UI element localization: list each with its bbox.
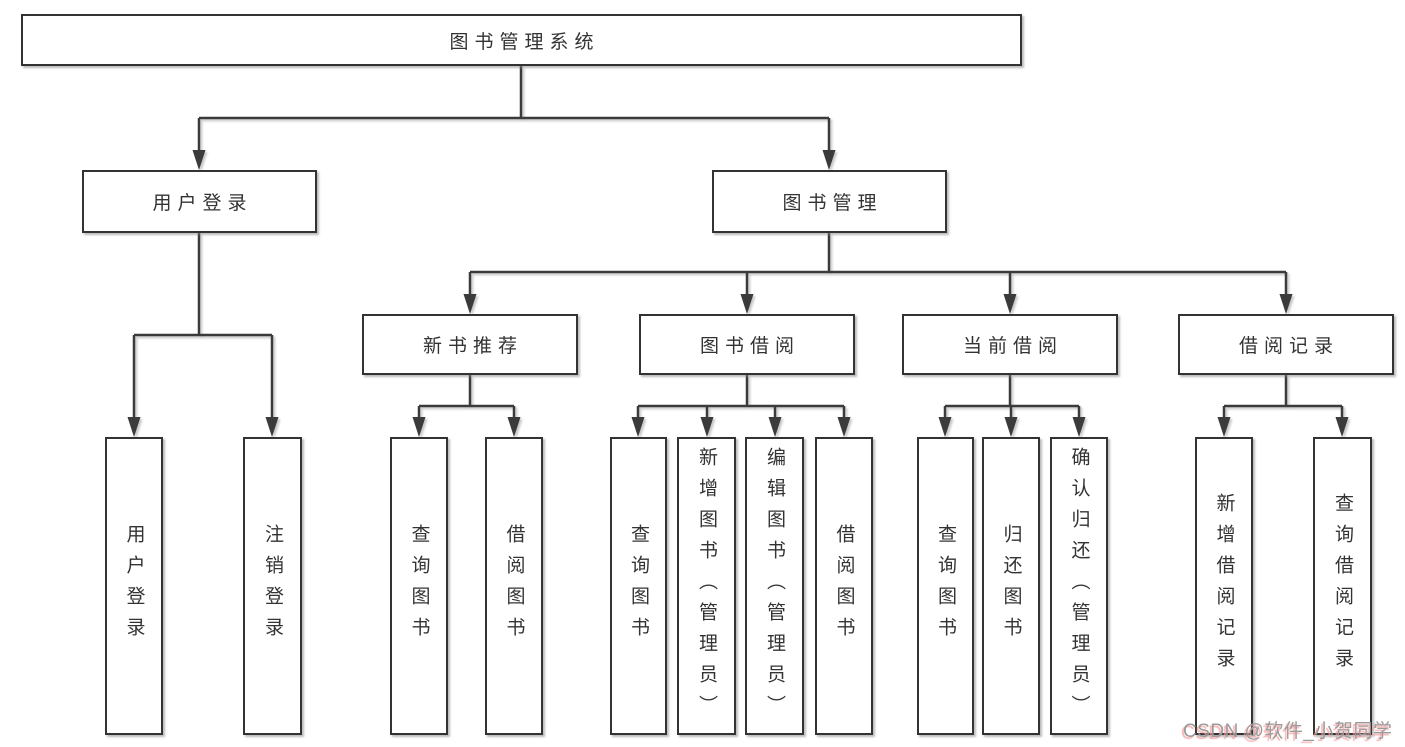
leaf-query-borrow-record: 查询借阅记录 — [1313, 437, 1372, 735]
watermark: CSDN @软件_小贺同学 — [1183, 721, 1393, 742]
leaf-borrow-books-recommend: 借阅图书 — [485, 437, 543, 735]
node-current-borrow: 当前借阅 — [902, 314, 1118, 375]
leaf-add-borrow-record: 新增借阅记录 — [1195, 437, 1253, 735]
leaf-return-book: 归还图书 — [982, 437, 1040, 735]
leaf-query-books-recommend: 查询图书 — [390, 437, 448, 735]
leaf-add-book-admin: 新增图书（管理员） — [677, 437, 736, 735]
leaf-query-books-borrow: 查询图书 — [610, 437, 667, 735]
leaf-confirm-return-admin: 确认归还（管理员） — [1050, 437, 1108, 735]
leaf-edit-book-admin: 编辑图书（管理员） — [745, 437, 804, 735]
leaf-borrow-books: 借阅图书 — [815, 437, 873, 735]
node-new-book-recommend: 新书推荐 — [362, 314, 578, 375]
node-book-management: 图书管理 — [712, 170, 947, 233]
node-user-login: 用户登录 — [82, 170, 317, 233]
node-borrow-records: 借阅记录 — [1178, 314, 1394, 375]
node-book-borrow: 图书借阅 — [639, 314, 855, 375]
node-library-system: 图书管理系统 — [21, 14, 1022, 66]
leaf-logout: 注销登录 — [243, 437, 302, 735]
leaf-user-login: 用户登录 — [105, 437, 163, 735]
leaf-query-books-current: 查询图书 — [917, 437, 974, 735]
